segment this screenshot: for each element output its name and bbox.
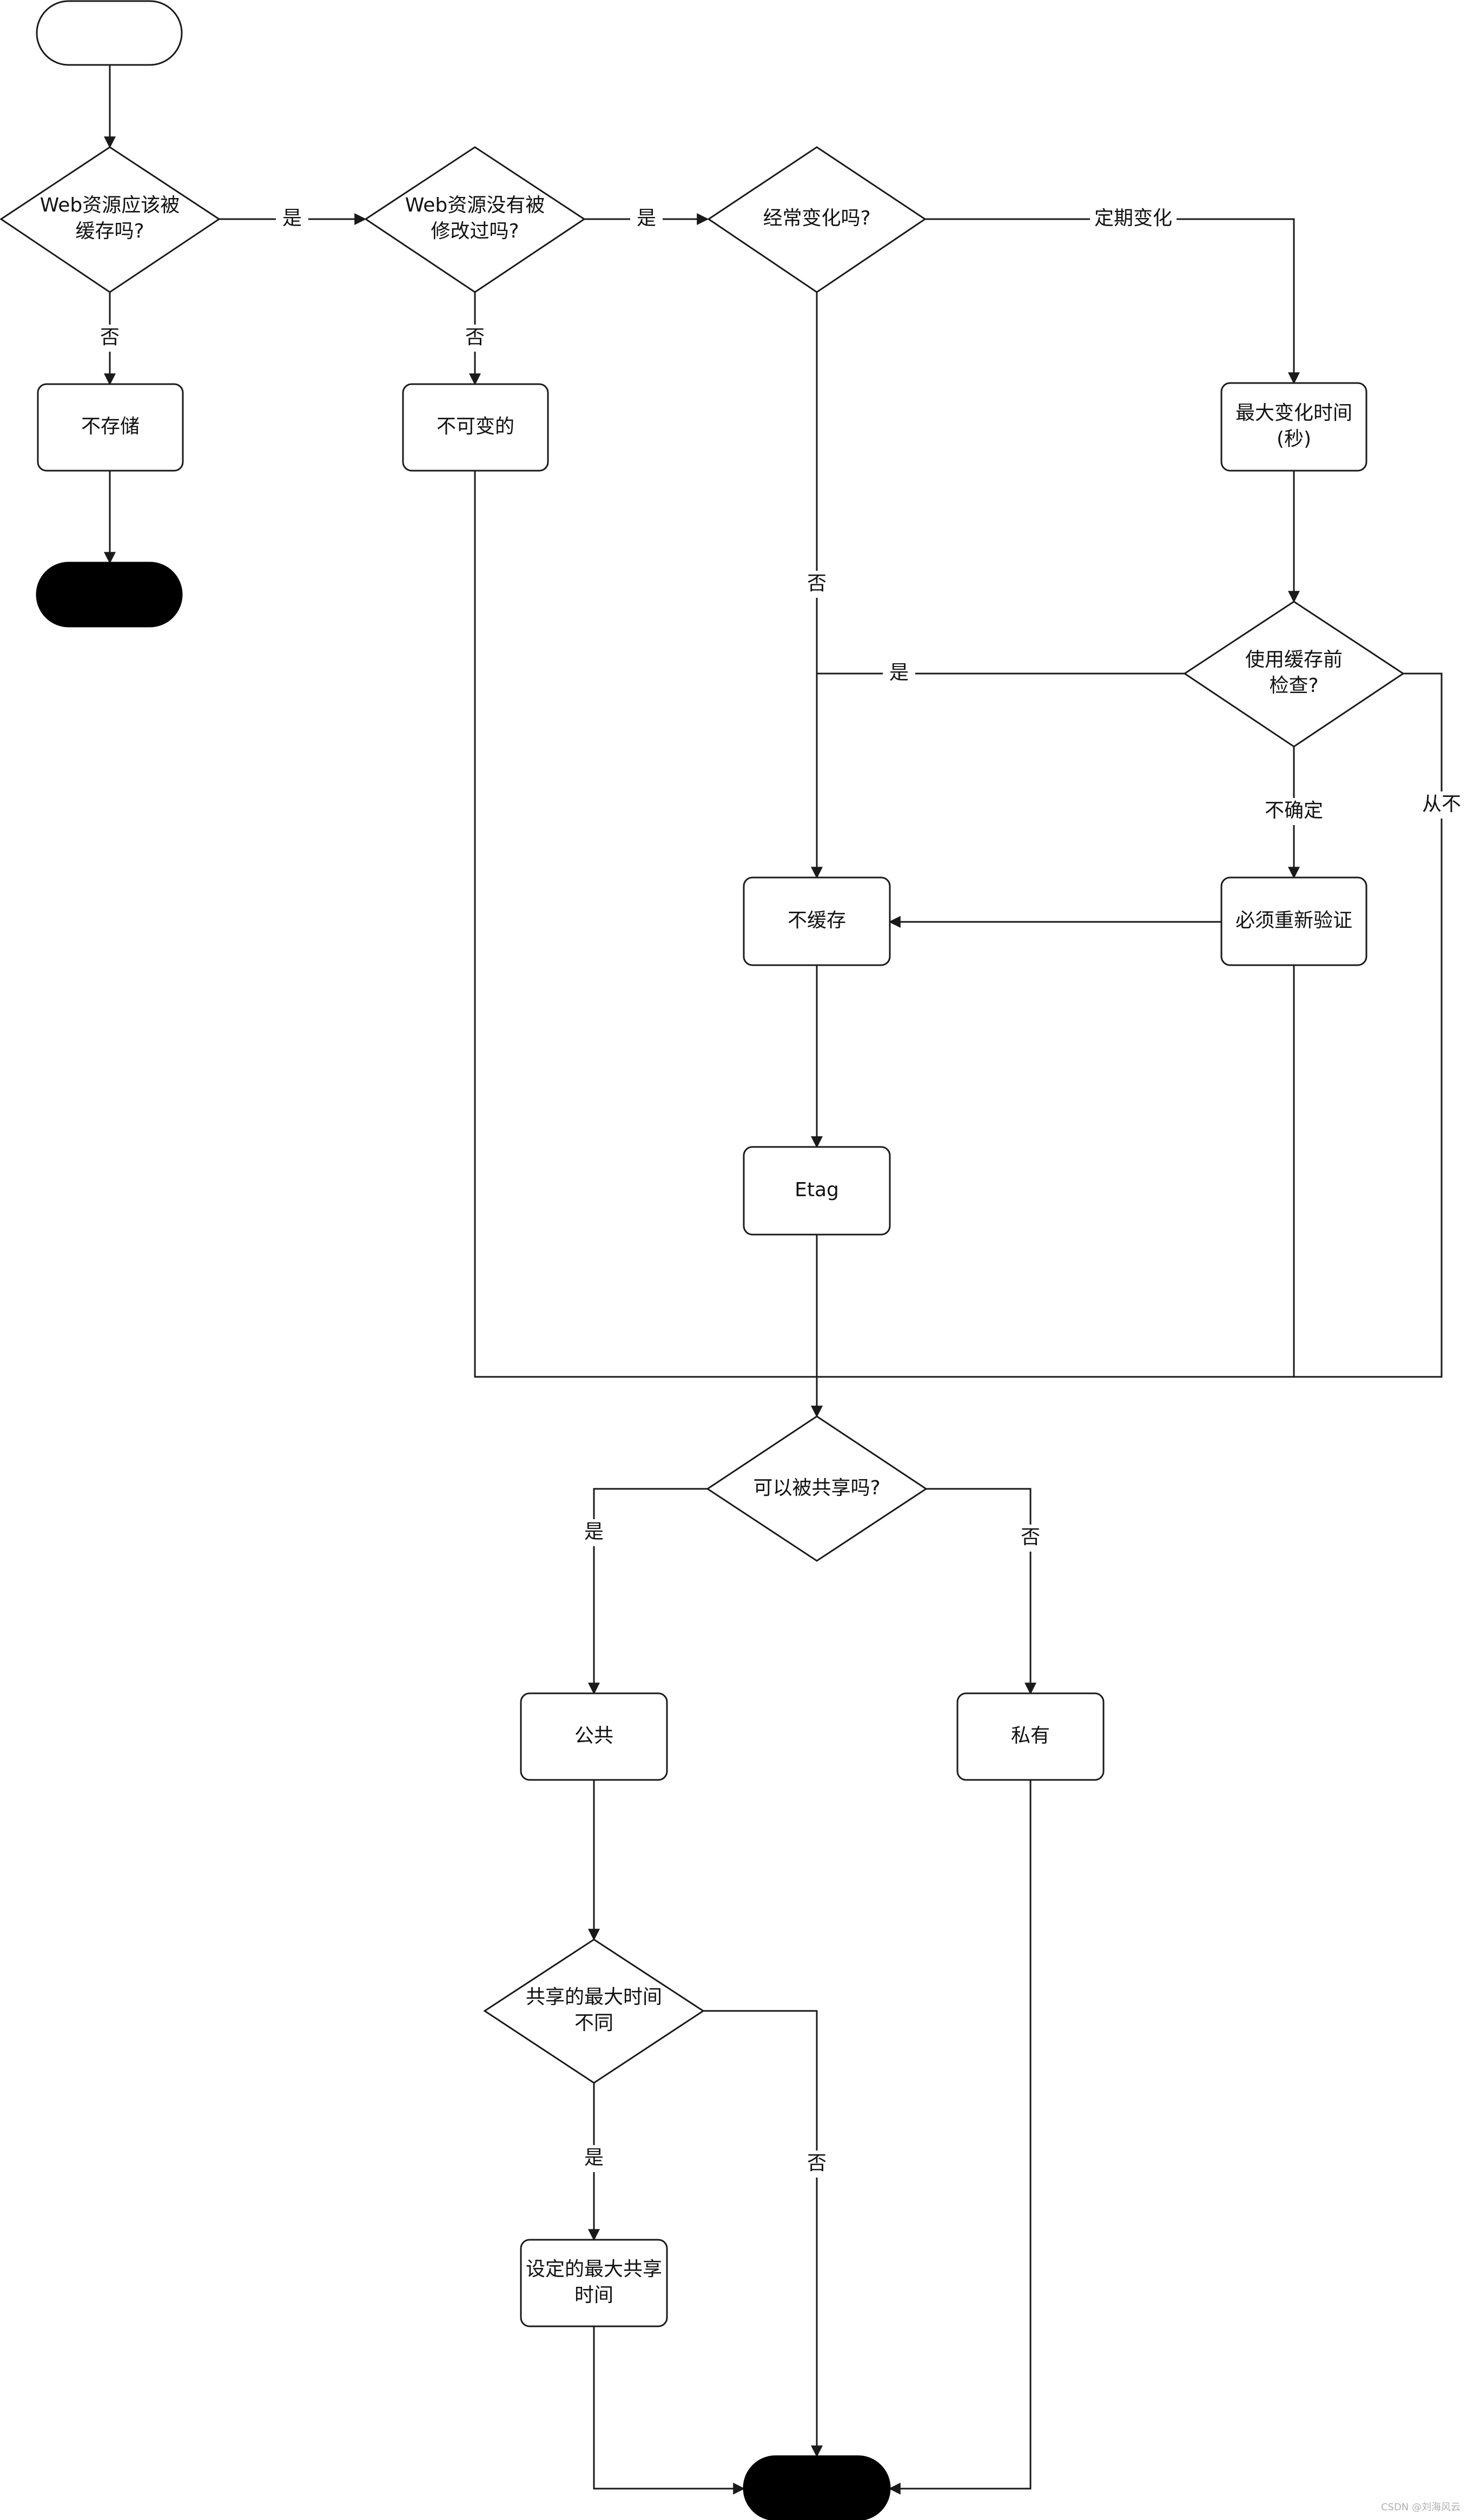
node-label-etag: Etag <box>795 1179 839 1201</box>
node-label-q-check-line1: 使用缓存前 <box>1245 649 1343 671</box>
process-no-store <box>37 383 184 472</box>
edge-label-modified-no: 否 <box>465 326 485 348</box>
node-label-q-check-line2: 检查? <box>1269 675 1318 697</box>
process-immutable <box>402 383 549 472</box>
edge-label-cache-yes: 是 <box>282 207 302 229</box>
node-label-private: 私有 <box>1011 1725 1050 1747</box>
decision-q-check-before-use <box>1183 601 1405 748</box>
decision-q-shared-max-age <box>483 1938 705 2084</box>
edge-q-shared-age-no <box>703 2010 823 2458</box>
edges <box>104 65 1443 2495</box>
node-label-immutable: 不可变的 <box>437 415 514 438</box>
node-label-q-modified-line1: Web资源没有被 <box>405 194 545 216</box>
edge-label-check-yes: 是 <box>889 662 909 684</box>
node-label-q-shared-age-line1: 共享的最大时间 <box>526 1986 662 2008</box>
node-label-q-cache-line2: 缓存吗? <box>75 220 144 242</box>
node-label-q-shared-age-line2: 不同 <box>574 2012 613 2034</box>
node-labels: Web资源应该被 缓存吗? Web资源没有被 修改过吗? 经常变化吗? 不存储 … <box>40 194 1352 2306</box>
edge-q-check-never <box>817 672 1443 1378</box>
edge-labels: 是 否 是 否 定期变化 否 是 不确定 从不 是 否 是 否 <box>94 206 1466 2178</box>
edge-label-check-never: 从不 <box>1422 793 1461 815</box>
edge-immutable-merge <box>474 471 817 1378</box>
process-s-maxage <box>520 2239 668 2327</box>
edge-label-check-unsure: 不确定 <box>1265 800 1323 822</box>
edge-private-to-end <box>888 1780 1032 2495</box>
node-label-max-change-time-line1: 最大变化时间 <box>1235 402 1352 424</box>
process-max-change-time <box>1220 382 1367 472</box>
end-terminal-top <box>36 562 183 628</box>
watermark: CSDN @刘海风云 <box>1381 2502 1461 2513</box>
node-label-no-store: 不存储 <box>81 415 140 438</box>
edge-q-changes-periodic <box>925 218 1300 385</box>
edge-q-shareable-yes <box>588 1488 708 1695</box>
process-must-revalidate <box>1220 876 1367 966</box>
process-public <box>520 1692 668 1781</box>
node-label-public: 公共 <box>574 1725 613 1747</box>
node-label-s-maxage-line2: 时间 <box>574 2284 613 2306</box>
end-terminal-bottom <box>743 2455 891 2520</box>
start-terminal <box>36 0 183 66</box>
edge-label-shared-age-no: 否 <box>807 2152 827 2174</box>
process-etag <box>743 1146 891 1236</box>
edge-s-maxage-to-end <box>593 2326 745 2495</box>
edge-label-share-no: 否 <box>1021 1526 1040 1548</box>
node-label-q-modified-line2: 修改过吗? <box>431 220 519 242</box>
edge-label-modified-yes: 是 <box>637 207 656 229</box>
node-label-q-shareable: 可以被共享吗? <box>753 1477 880 1499</box>
node-label-max-change-time-line2: (秒) <box>1277 428 1311 450</box>
edge-label-changes-no: 否 <box>807 572 827 595</box>
edge-label-share-yes: 是 <box>584 1521 604 1543</box>
node-label-q-changes: 经常变化吗? <box>763 207 870 229</box>
node-label-must-revalidate: 必须重新验证 <box>1235 909 1352 932</box>
decision-q-cache <box>0 146 221 293</box>
node-label-no-cache: 不缓存 <box>788 909 846 932</box>
node-label-q-cache-line1: Web资源应该被 <box>40 194 180 216</box>
edge-q-shareable-no <box>926 1488 1036 1695</box>
edge-label-changes-periodic: 定期变化 <box>1094 207 1172 229</box>
process-private <box>956 1692 1105 1781</box>
process-no-cache <box>743 876 891 966</box>
decision-q-modified <box>364 146 586 293</box>
decision-q-changes <box>707 146 927 293</box>
edge-label-cache-no: 否 <box>100 326 120 348</box>
edge-label-shared-age-yes: 是 <box>584 2147 604 2169</box>
node-label-s-maxage-line1: 设定的最大共享 <box>526 2258 662 2280</box>
decision-q-shareable <box>706 1415 928 1562</box>
